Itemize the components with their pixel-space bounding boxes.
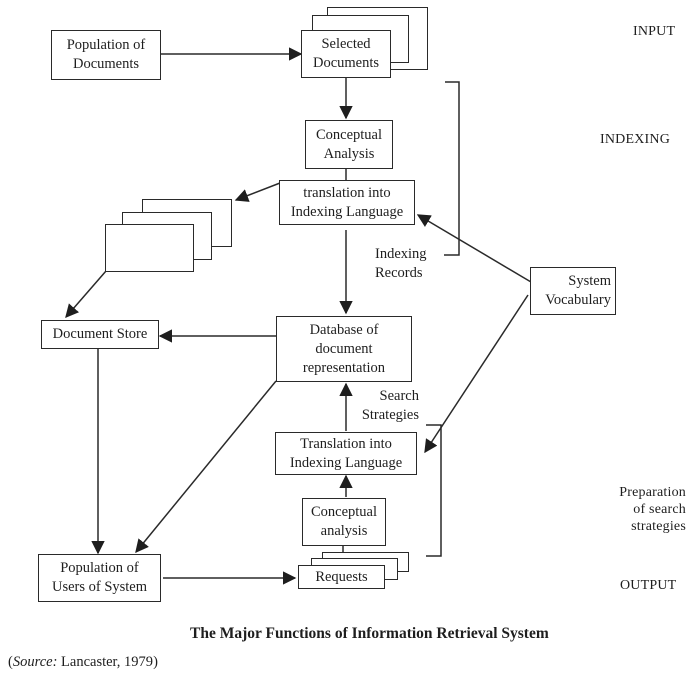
stage-preparation-line: strategies [631, 519, 686, 534]
stage-input: INPUT [633, 24, 676, 39]
arrow-translation-to-records [234, 182, 281, 202]
stage-output: OUTPUT [620, 578, 677, 593]
node-text: Population of [66, 37, 146, 53]
node-text: representation [302, 359, 386, 376]
node-translation-indexing[interactable]: translation into Indexing Language [279, 180, 415, 225]
node-requests[interactable]: Requests [298, 565, 385, 589]
node-conceptual-analysis-search[interactable]: Conceptual analysis [302, 498, 386, 546]
arrow-vocab-to-translation-indexing [416, 214, 532, 283]
node-text: Conceptual [315, 126, 383, 143]
figure-source: (Source: Lancaster, 1979) [8, 654, 158, 670]
node-conceptual-analysis-indexing[interactable]: Conceptual Analysis [305, 120, 393, 169]
node-database[interactable]: Database of document representation [276, 316, 412, 382]
node-text: analysis [320, 523, 368, 539]
node-text: Database of [309, 321, 379, 338]
node-text: Vocabulary [545, 292, 611, 308]
node-text: Population of [60, 560, 139, 576]
arrow-vocab-to-translation-search [424, 294, 529, 454]
node-text: Selected [321, 36, 371, 52]
preparation-bracket [426, 424, 442, 557]
label-text: Strategies [361, 407, 419, 423]
node-text: Conceptual [310, 504, 378, 520]
node-population-of-users[interactable]: Population of Users of System [38, 554, 161, 602]
node-text: Indexing Language [289, 454, 403, 471]
node-text: Indexing Language [290, 203, 404, 220]
node-text: Translation into [300, 435, 392, 452]
arrow-database-to-users [135, 380, 277, 554]
node-text: Users of System [51, 579, 148, 595]
source-label: Source: [12, 654, 58, 670]
node-text: Documents [312, 55, 380, 71]
label-text: Indexing [375, 246, 427, 262]
node-text: document [315, 340, 373, 357]
source-text: Lancaster, 1979 [61, 654, 154, 670]
node-text: Analysis [323, 145, 375, 162]
stage-preparation-line: of search [633, 502, 686, 517]
arrow-records-to-store [65, 270, 107, 319]
node-text: Documents [72, 56, 140, 72]
label-search-strategies: Search Strategies [350, 387, 419, 425]
node-system-vocabulary[interactable]: System Vocabulary [530, 267, 616, 315]
stage-preparation-line: Preparation [619, 485, 686, 500]
node-translation-search[interactable]: Translation into Indexing Language [275, 432, 417, 475]
indexing-bracket [444, 81, 460, 256]
indexing-records-card-front[interactable] [105, 224, 194, 272]
node-text: System [568, 273, 611, 289]
node-selected-documents[interactable]: Selected Documents [301, 30, 391, 78]
label-text: Records [375, 265, 423, 281]
stage-indexing: INDEXING [600, 132, 671, 147]
node-population-of-documents[interactable]: Population of Documents [51, 30, 161, 80]
node-document-store[interactable]: Document Store [41, 320, 159, 349]
label-indexing-records: Indexing Records [375, 245, 427, 283]
stage-preparation: Preparation of search strategies [600, 484, 686, 535]
label-text: Search [379, 388, 419, 404]
figure-caption: The Major Functions of Information Retri… [190, 625, 549, 642]
node-text: translation into [303, 184, 391, 201]
